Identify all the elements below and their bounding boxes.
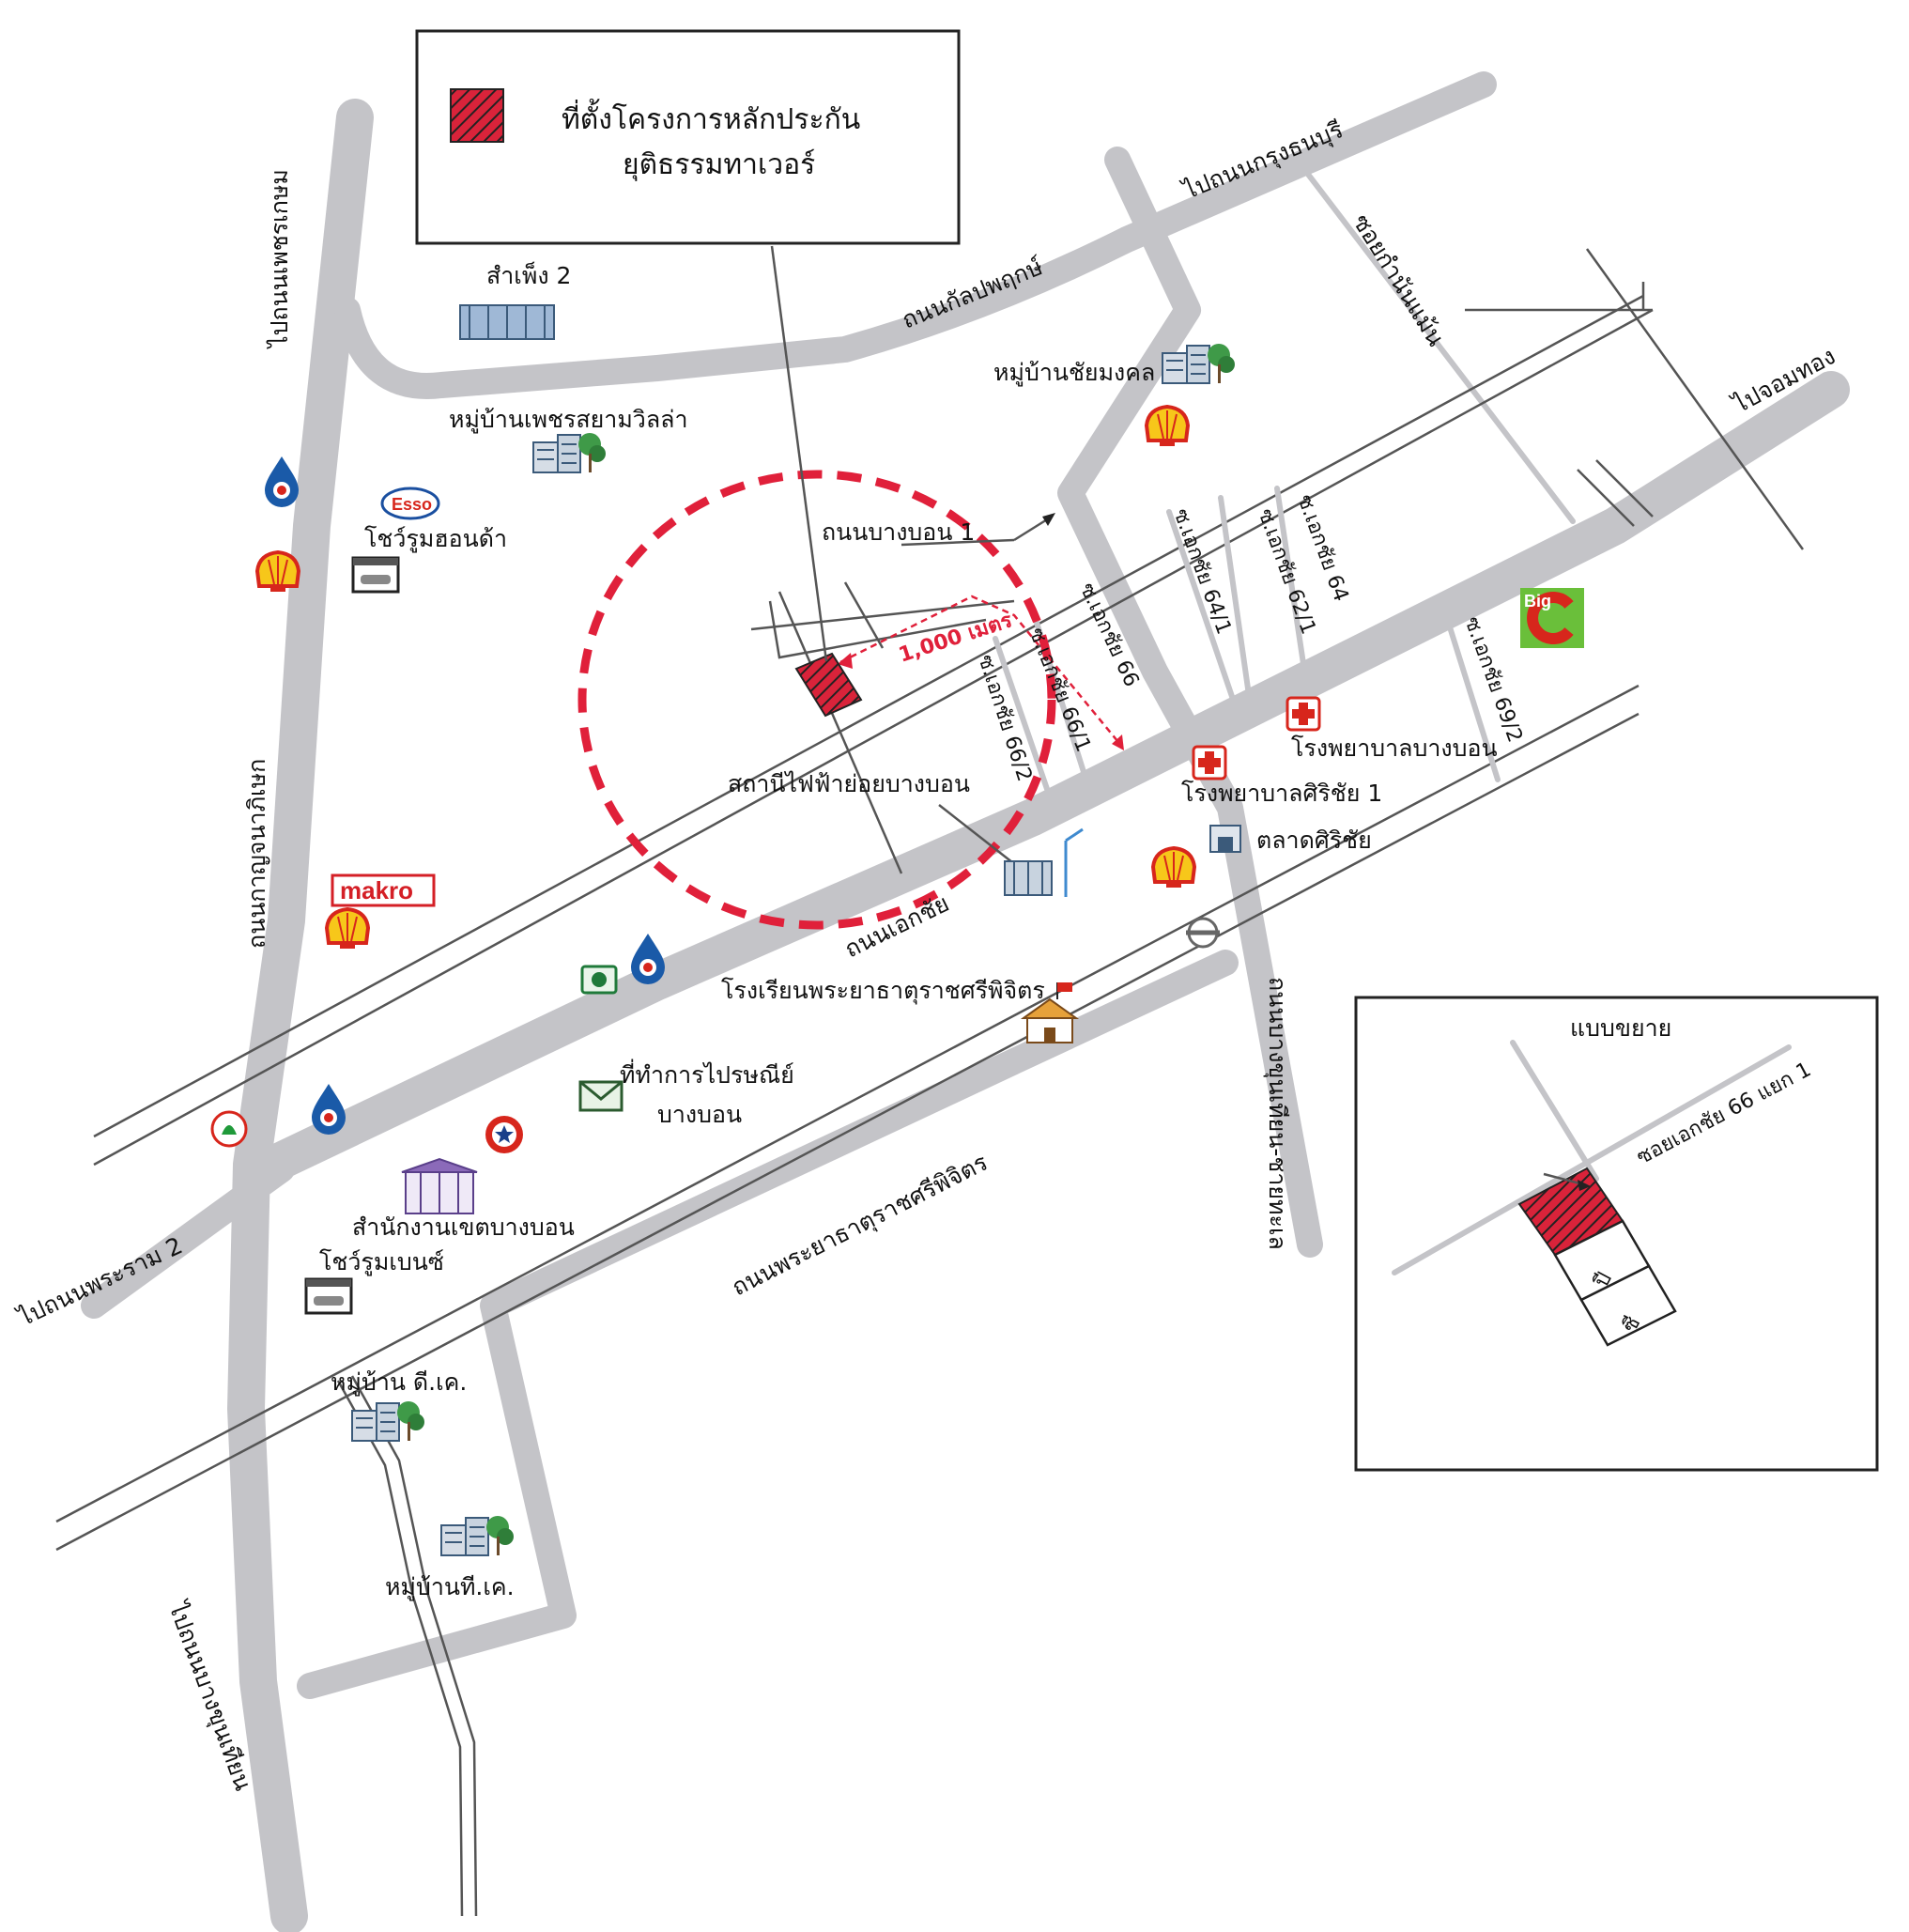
- ptt-icon-3: [312, 1084, 346, 1135]
- makro-label: makro: [340, 876, 413, 904]
- label-hospital-bangbon: โรงพยาบาลบางบอน: [1291, 734, 1498, 762]
- ptt-icon-2: [631, 934, 665, 984]
- shell-icon-2: [1145, 405, 1190, 448]
- label-soi-66-1: ซ.เอกชัย 66/1: [1024, 625, 1095, 755]
- label-soi-kamnan-maen: ซอยกำนันแม้น: [1347, 209, 1450, 351]
- showroom-icon-honda: [351, 556, 400, 594]
- bigc-label: Big: [1524, 592, 1551, 611]
- shell-icon-4: [325, 907, 370, 951]
- hospital-icon-bangbon: [1285, 696, 1321, 732]
- building-icon-lamphueng: [459, 304, 555, 340]
- label-bang-bon-1: ถนนบางบอน 1: [822, 518, 975, 546]
- hospital-icon-sirichai: [1192, 745, 1227, 781]
- village-icon-petch-siam: [532, 432, 607, 473]
- label-substation: สถานีไฟฟ้าย่อยบางบอน: [728, 770, 970, 797]
- inset-box: แบบขยาย ซอยเอกชัย 66 แยก 1 ปี ซี: [1354, 996, 1879, 1472]
- showroom-icon-benz: [304, 1277, 353, 1315]
- inset-title: แบบขยาย: [1570, 1014, 1671, 1042]
- label-dk-village: หมู่บ้าน ดี.เค.: [331, 1368, 467, 1397]
- legend-box: ที่ตั้งโครงการหลักประกัน ยุติธรรมทาเวอร์: [415, 29, 961, 245]
- village-icon-tk: [440, 1515, 515, 1556]
- label-market: ตลาดศิริชัย: [1256, 827, 1372, 854]
- esso-label: Esso: [392, 495, 432, 514]
- label-tk-village: หมู่บ้านที.เค.: [385, 1573, 515, 1601]
- label-soi-69-2: ซ.เอกชัย 69/2: [1459, 614, 1526, 746]
- shell-icon-1: [255, 550, 300, 594]
- label-benz: โชว์รูมเบนซ์: [319, 1248, 444, 1276]
- district-office-icon: [401, 1157, 478, 1214]
- label-bang-khun-thian: ถนนบางขุนเทียน-ชายทะเล: [1263, 977, 1291, 1250]
- road-network: [55, 71, 1850, 1932]
- label-hospital-sirichai: โรงพยาบาลศิริชัย 1: [1181, 780, 1382, 807]
- label-kanchanaphisek: ถนนกาญจนาภิเษก: [243, 759, 270, 949]
- places: สำเพ็ง 2 หมู่บ้านชัยมงคล หมู่บ้านเพชรสยา…: [304, 261, 1498, 1601]
- project-site-marker: [770, 245, 863, 718]
- label-chaimongkol: หมู่บ้านชัยมงคล: [993, 359, 1155, 387]
- legend-swatch: [450, 88, 504, 143]
- village-icon-dk: [351, 1400, 425, 1442]
- label-post-line1: ที่ทำการไปรษณีย์: [620, 1059, 794, 1089]
- legend-title-line2: ยุติธรรมทาเวอร์: [623, 148, 815, 182]
- substation-icon: [1004, 827, 1084, 897]
- bank-icon: [580, 965, 618, 995]
- school-icon: [1020, 982, 1080, 1043]
- label-post-line2: บางบอน: [657, 1101, 742, 1128]
- label-petchkasem: ไปถนนเพชรเกษม: [266, 169, 293, 349]
- label-honda: โชว์รูมฮอนด้า: [364, 525, 507, 553]
- caltex-icon: [485, 1116, 523, 1153]
- ptt-icon-1: [265, 456, 299, 507]
- poi-icons: Esso makro Big: [210, 405, 1584, 1153]
- legend-title-line1: ที่ตั้งโครงการหลักประกัน: [562, 99, 860, 136]
- shell-icon-3: [1151, 846, 1196, 889]
- mail-icon: [578, 1080, 624, 1112]
- label-lamphueng: สำเพ็ง 2: [486, 261, 571, 289]
- label-district-office: สำนักงานเขตบางบอน: [352, 1213, 575, 1241]
- bigc-icon: Big: [1520, 588, 1584, 648]
- label-petch-siam: หมู่บ้านเพชรสยามวิลล่า: [449, 406, 688, 434]
- esso-icon: Esso: [380, 487, 440, 520]
- kbank-icon: [210, 1110, 248, 1148]
- label-school: โรงเรียนพระยาธาตุราชศรีพิจิตร: [721, 977, 1045, 1005]
- arrow-bang-bon-1: [901, 513, 1055, 547]
- market-icon: [1209, 825, 1241, 853]
- makro-icon: makro: [331, 873, 436, 907]
- nissan-icon: [1186, 917, 1220, 949]
